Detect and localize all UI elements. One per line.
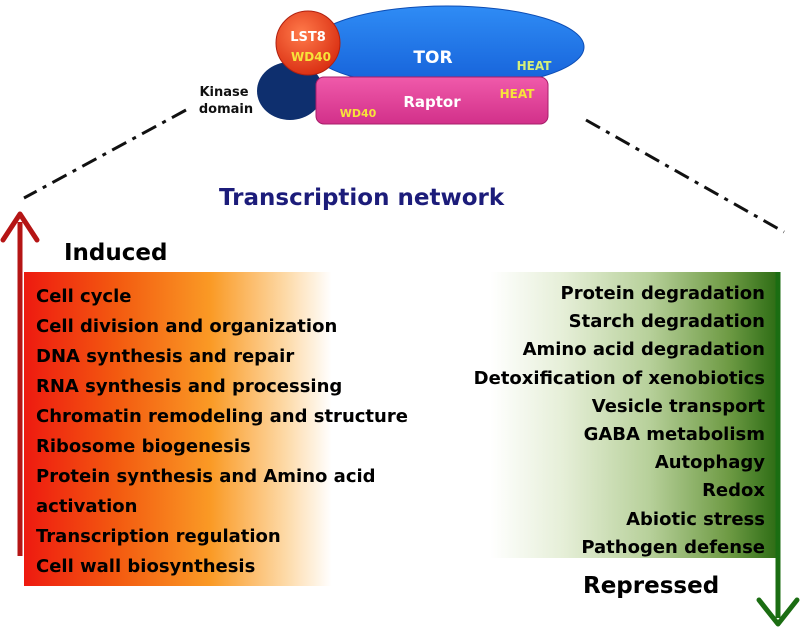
repressed-item: Amino acid degradation: [522, 339, 765, 361]
lst8-shape: [275, 10, 341, 76]
induced-heading: Induced: [64, 240, 168, 266]
raptor-heat-label: HEAT: [500, 87, 536, 101]
raptor-label: Raptor: [403, 93, 461, 111]
tor-shape: [309, 5, 585, 89]
panel-divider-fade: [410, 272, 490, 558]
tor-heat-label: HEAT: [517, 59, 553, 73]
induced-item: DNA synthesis and repair: [36, 346, 295, 367]
raptor-wd40-label: WD40: [340, 107, 377, 120]
repressed-item: Vesicle transport: [591, 395, 765, 417]
kinase-domain-label-line2: domain: [199, 102, 253, 117]
raptor-shape: [315, 76, 549, 125]
repressed-heading: Repressed: [583, 573, 720, 599]
repressed-item: Abiotic stress: [626, 508, 765, 530]
induced-item: Cell wall biosynthesis: [36, 556, 256, 577]
induced-item: Cell cycle: [36, 286, 132, 307]
induced-item: Protein synthesis and Amino acid: [36, 466, 376, 487]
repressed-item: Detoxification of xenobiotics: [473, 367, 765, 389]
repressed-item: Starch degradation: [568, 311, 765, 333]
tor-complex-diagram: LST8 WD40 TOR HEAT Raptor HEAT WD40 Kina…: [23, 5, 785, 234]
repressed-list: Protein degradation Starch degradation A…: [474, 280, 765, 562]
kinase-domain-shape: [257, 62, 323, 120]
repressed-item: Pathogen defense: [581, 536, 765, 558]
network-title: Transcription network: [219, 185, 505, 211]
induced-item: activation: [36, 496, 138, 517]
repressed-panel: [490, 272, 780, 558]
induced-item: RNA synthesis and processing: [36, 376, 343, 397]
induced-list: Cell cycle Cell division and organizatio…: [36, 282, 408, 582]
induced-item: Chromatin remodeling and structure: [36, 406, 408, 427]
induced-item: Ribosome biogenesis: [36, 436, 251, 457]
tor-label: TOR: [413, 48, 452, 68]
repressed-item: Autophagy: [654, 452, 765, 474]
induced-item: Transcription regulation: [36, 526, 281, 547]
lst8-label: LST8: [290, 30, 326, 45]
kinase-domain-label-line1: Kinase: [199, 85, 248, 100]
induced-item: Cell division and organization: [36, 316, 338, 337]
repressed-item: Redox: [702, 480, 765, 502]
repressed-item: GABA metabolism: [583, 423, 765, 445]
right-connector-line: [585, 118, 785, 234]
left-connector-line: [23, 108, 187, 200]
repressed-item: Protein degradation: [560, 283, 766, 304]
lst8-wd40-label: WD40: [291, 50, 331, 64]
